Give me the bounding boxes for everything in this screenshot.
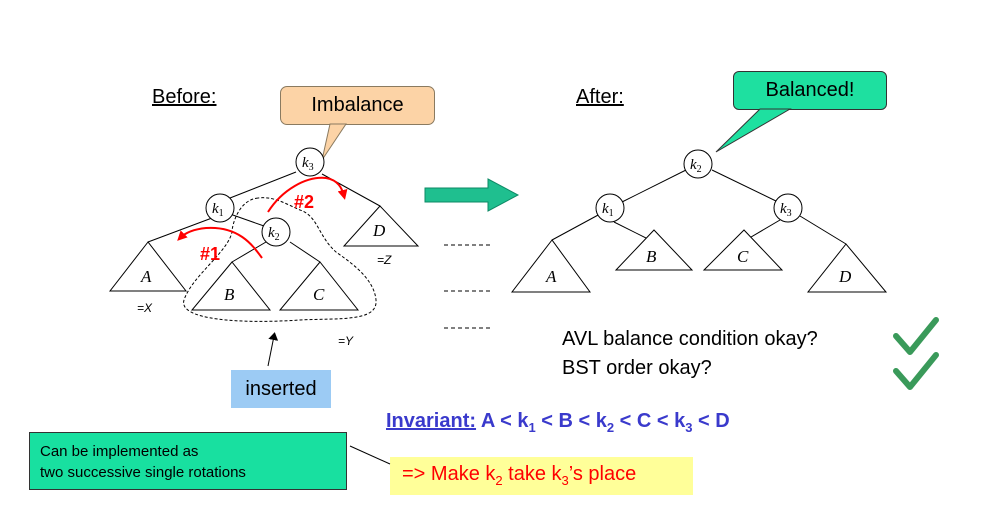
node-k2-before [261,217,291,247]
node-k1-before-label: k1 [212,201,224,219]
node-k3-after [773,193,803,223]
subtree-A-after [510,239,591,293]
note-line-2: two successive single rotations [40,464,246,481]
node-k3-before [295,147,325,177]
node-k3-after-label: k3 [780,201,792,219]
inserted-label-box: inserted [231,370,331,408]
balanced-callout: Balanced! [733,71,887,110]
after-label: After: [576,86,624,108]
subtree-C-after [702,229,784,271]
node-k2-before-label: k2 [268,225,280,243]
after-tree-triangles [510,229,888,293]
node-k2-after-label: k2 [690,157,702,175]
note-box: Can be implemented as two successive sin… [29,432,347,490]
invariant-part: < B < k [535,410,607,432]
after-tree-nodes [595,149,803,223]
subtree-A-before [108,241,188,292]
make-k2-box: => Make k2 take k3’s place [390,457,693,495]
subtree-C-after-label: C [737,247,749,266]
balanced-callout-text: Balanced! [765,79,855,101]
make-k2-prefix: => Make k [402,463,496,485]
check-icon [893,352,939,390]
node-k1-after-label: k1 [602,201,614,219]
inserted-region-outline [183,197,377,322]
before-tree-triangles [108,205,420,311]
invariant-sub: 2 [606,420,615,435]
subtree-C-before [278,261,360,311]
inserted-pointer-arrow [267,332,279,367]
subtree-B-before-label: B [224,285,235,304]
before-label: Before: [152,86,217,108]
balanced-callout-tail [715,108,792,153]
invariant-part: < C < k [614,410,686,432]
check-icon [893,317,939,355]
transform-arrow [424,178,520,212]
dashed-separators [444,244,492,329]
eq-z-label: =Z [377,253,392,267]
subtree-A-after-label: A [545,267,557,286]
invariant-sub: 1 [528,420,536,435]
invariant-label: Invariant: [386,410,477,432]
subtree-B-after [614,229,694,271]
note-connector-line [349,445,391,465]
before-tree-nodes [205,147,325,247]
imbalance-callout-tail [321,123,347,161]
make-k2-sub2: 3 [561,473,569,488]
node-k1-after [595,193,625,223]
imbalance-callout: Imbalance [280,86,435,125]
subtree-B-after-label: B [646,247,657,266]
subtree-D-before [342,205,420,247]
invariant-line: Invariant: A < k1 < B < k2 < C < k3 < D [386,410,730,435]
subtree-D-before-label: D [372,221,386,240]
step-1-label: #1 [200,244,220,264]
subtree-A-before-label: A [140,267,152,286]
rotation-arrow-2 [267,176,348,213]
inserted-label-text: inserted [245,377,317,400]
eq-y-label: =Y [338,334,354,348]
node-k1-before [205,193,235,223]
invariant-part: < D [692,410,730,432]
note-line-1: Can be implemented as [40,443,199,460]
node-k3-before-label: k3 [302,155,314,173]
subtree-C-before-label: C [313,285,325,304]
make-k2-sub: 2 [495,473,503,488]
bst-check-text: BST order okay? [562,357,712,379]
make-k2-mid: take k [502,463,562,485]
rotation-arrow-1 [177,226,263,259]
eq-x-label: =X [137,301,153,315]
invariant-part: A < k [476,410,529,432]
invariant-sub: 3 [685,420,693,435]
before-tree-edges [147,171,381,263]
avl-check-text: AVL balance condition okay? [562,328,818,350]
subtree-D-after-label: D [838,267,852,286]
imbalance-callout-text: Imbalance [311,94,404,116]
subtree-B-before [190,261,272,311]
node-k2-after [683,149,713,179]
step-2-label: #2 [294,192,314,212]
subtree-D-after [806,243,888,293]
make-k2-suffix: ’s place [568,463,637,485]
